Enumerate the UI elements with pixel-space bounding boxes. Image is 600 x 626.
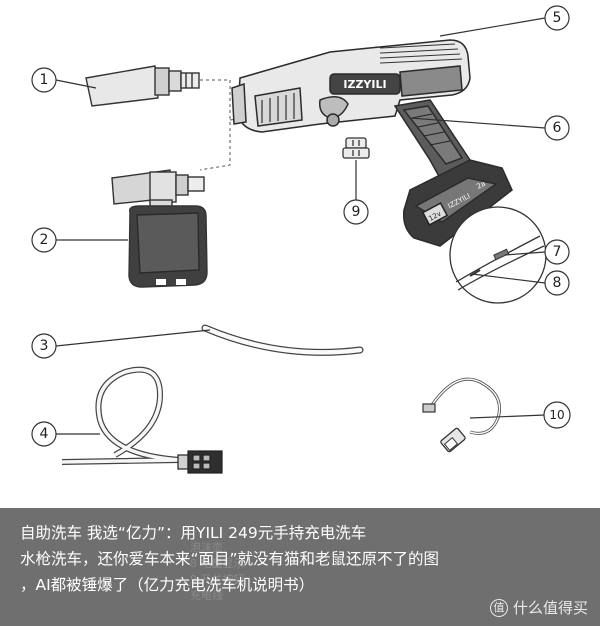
caption-line-3: ，AI都被锤爆了（亿力充电洗车机说明书） (20, 576, 315, 594)
faded-manual-text: 泡沫壶 8 电量显示 9 开关按钮 充电线 (190, 540, 450, 610)
svg-text:10: 10 (549, 408, 564, 422)
callout-7: 7 (544, 239, 570, 265)
svg-text:7: 7 (553, 244, 562, 260)
ghost-line: 8 电量显示 (190, 557, 245, 570)
ghost-line: 泡沫壶 (190, 541, 223, 554)
callout-8: 8 (544, 270, 570, 296)
callout-1: 1 (31, 67, 57, 93)
svg-text:2: 2 (40, 232, 49, 248)
callout-5: 5 (544, 5, 570, 31)
usb-charging-cable (422, 377, 501, 453)
callout-6: 6 (544, 115, 570, 141)
callout-9: 9 (343, 199, 369, 225)
svg-text:1: 1 (40, 72, 49, 88)
svg-text:3: 3 (40, 338, 49, 354)
caption-line-1: 自助洗车 我选“亿力”：用YILI 249元手持充电洗车 (20, 524, 367, 542)
callout-4: 4 (31, 421, 57, 447)
caption-text: 自助洗车 我选“亿力”：用YILI 249元手持充电洗车 水枪洗车，还你爱车本来… (20, 520, 586, 598)
gun-brand-text: IZZYILI (343, 78, 386, 91)
foam-bottle (111, 169, 208, 288)
callout-10: 10 (543, 401, 571, 429)
svg-text:6: 6 (553, 120, 562, 136)
hose-connector (177, 450, 223, 474)
callout-leaders (55, 17, 546, 435)
svg-text:4: 4 (40, 426, 49, 442)
svg-text:9: 9 (352, 204, 361, 220)
washer-gun (231, 39, 513, 247)
watermark-text: 什么值得买 (512, 599, 588, 617)
callout-2: 2 (31, 227, 57, 253)
svg-text:5: 5 (553, 10, 562, 26)
site-watermark: 值 什么值得买 (489, 597, 588, 618)
quick-connector (342, 137, 370, 159)
coiled-hose (61, 366, 181, 465)
ghost-line: 充电线 (190, 589, 223, 602)
spray-nozzle (85, 65, 200, 107)
battery-detail-magnifier (449, 206, 547, 304)
ghost-line: 9 开关按钮 (190, 573, 245, 586)
battery-ampere-label: 2a (475, 180, 486, 191)
watermark-logo-icon: 值 (489, 598, 508, 617)
svg-text:8: 8 (553, 275, 562, 291)
callout-3: 3 (31, 333, 57, 359)
caption-line-2: 水枪洗车，还你爱车本来“面目”就没有猫和老鼠还原不了的图 (20, 550, 440, 568)
